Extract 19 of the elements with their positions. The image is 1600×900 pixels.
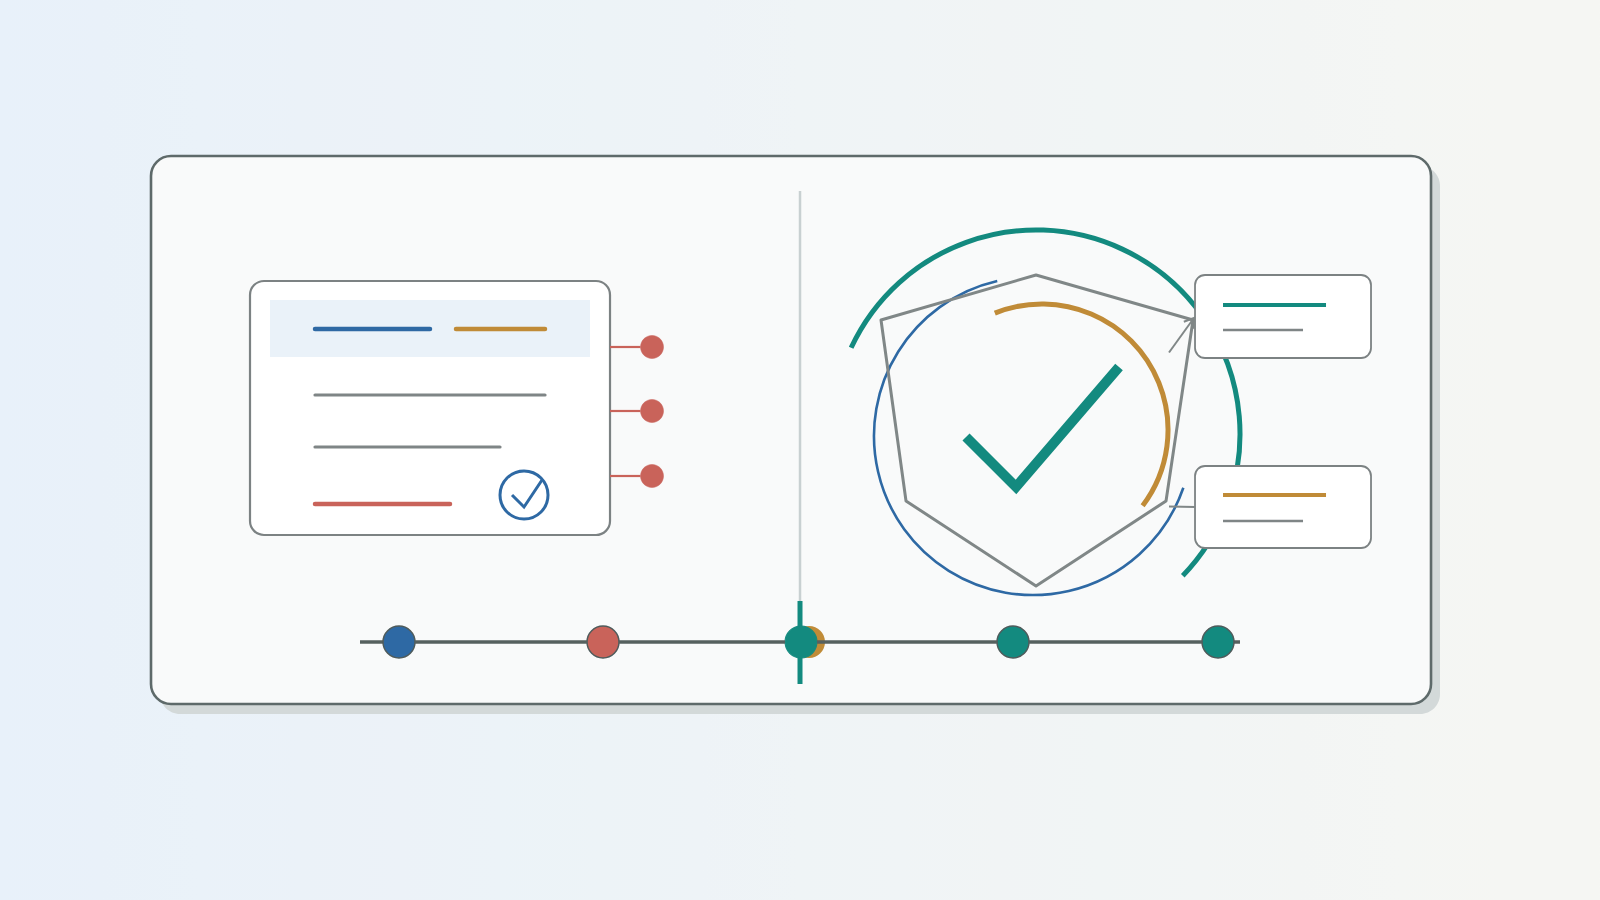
timeline-dot <box>382 625 416 659</box>
dot <box>640 335 664 359</box>
timeline-line <box>619 640 785 644</box>
timeline-dot <box>586 625 620 659</box>
arrow <box>1168 316 1195 354</box>
dot <box>640 464 664 488</box>
timeline-dot <box>784 625 818 659</box>
connector-line <box>1168 505 1196 508</box>
info-card <box>1194 274 1372 359</box>
info-card <box>1194 465 1372 549</box>
timeline-line <box>817 640 997 644</box>
connector-line <box>610 345 641 349</box>
timeline-line <box>1029 640 1202 644</box>
timeline-dot <box>996 625 1030 659</box>
timeline-line <box>415 640 587 644</box>
connector-line <box>610 474 641 478</box>
timeline-dot <box>1201 625 1235 659</box>
dot <box>640 399 664 423</box>
connector-line <box>610 409 641 413</box>
